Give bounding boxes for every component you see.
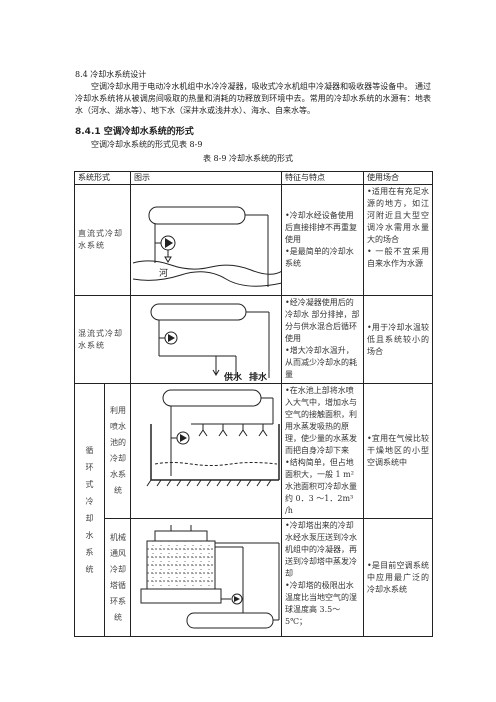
features-mixed: •经冷凝器使用后的冷却水 部分排掉，部分与供水混合后循环使用 •增大冷却水温升，… (281, 295, 364, 384)
diagram-spray-pond (130, 383, 282, 519)
table-row: 混流式冷却水系统 供水 排水 (74, 295, 433, 384)
features-spray-pond: •在水池上部将水喷入大气中，增加水与空气的接触面积，利用水蒸发吸热的原理，使少量… (281, 383, 364, 519)
subsection-heading: 8.4.1 空调冷却水系统的形式 (75, 127, 194, 137)
mixed-flow-diagram: 供水 排水 (150, 303, 270, 383)
table-row: 循环式冷却水系统 利用喷水池的冷却水系统 (74, 383, 433, 637)
table-reference-text: 空调冷却水系统的形式见表 8-9 (91, 140, 203, 149)
features-cooling-tower: •冷却塔出来的冷却水经水泵压送到冷水机组中的冷凝器，再送到冷却塔中蒸发冷却 •冷… (281, 518, 364, 637)
header-features: 特征与特点 (281, 171, 364, 185)
header-system-type: 系统形式 (74, 171, 131, 185)
supply-water-label: 供水 (223, 371, 243, 383)
table-row: 直流式冷却水系统 河 •冷却水 (74, 184, 433, 296)
subtype-cooling-tower: 机械通风冷却塔循环系统 (104, 518, 131, 637)
drain-water-label: 排水 (249, 371, 268, 383)
usage-spray-pond: •宜用在气候比较干燥地区的小型空调系统中 (363, 383, 433, 519)
usage-mixed: •用于冷却水温较低且系统较小的场合 (363, 295, 433, 384)
diagram-mixed-flow: 供水 排水 (130, 295, 282, 384)
river-label: 河 (159, 267, 168, 279)
system-type-circulating: 循环式冷却水系统 (74, 383, 105, 637)
table-row: 机械通风冷却塔循环系统 (75, 518, 433, 637)
intro-paragraph: 空调冷却水用于电动冷水机组中水冷冷凝器，吸收式冷水机组中冷凝器和吸收器等设备中。… (75, 82, 431, 115)
section-heading: 8.4 冷却水系统设计 (75, 70, 147, 79)
features-direct: •冷却水经设备使用后直接排掉不再重复使用 •是最简单的冷却水系统 (281, 184, 364, 296)
direct-flow-diagram: 河 (132, 206, 282, 287)
system-type-mixed: 混流式冷却水系统 (74, 295, 131, 384)
usage-direct: •适用在有充足水源的地方，如江河附近且大型空调冷水需用水量大的场合 • 一般不宜… (363, 184, 433, 296)
cooling-water-system-table: 系统形式 图示 特征与特点 使用场合 直流式冷却水系统 (74, 171, 433, 637)
spray-pond-diagram (146, 389, 280, 487)
header-diagram: 图示 (130, 171, 282, 185)
subtype-spray-pond: 利用喷水池的冷却水系统 (104, 383, 131, 519)
system-type-direct: 直流式冷却水系统 (74, 184, 131, 296)
cooling-tower-diagram (140, 525, 280, 629)
diagram-direct-flow: 河 (130, 184, 282, 296)
table-header-row: 系统形式 图示 特征与特点 使用场合 (74, 171, 433, 185)
usage-cooling-tower: •是目前空调系统中应用最广泛的冷却水系统 (363, 518, 433, 637)
header-usage: 使用场合 (363, 171, 433, 185)
diagram-cooling-tower (130, 518, 282, 637)
table-caption: 表 8-9 冷却水系统的形式 (203, 154, 293, 163)
